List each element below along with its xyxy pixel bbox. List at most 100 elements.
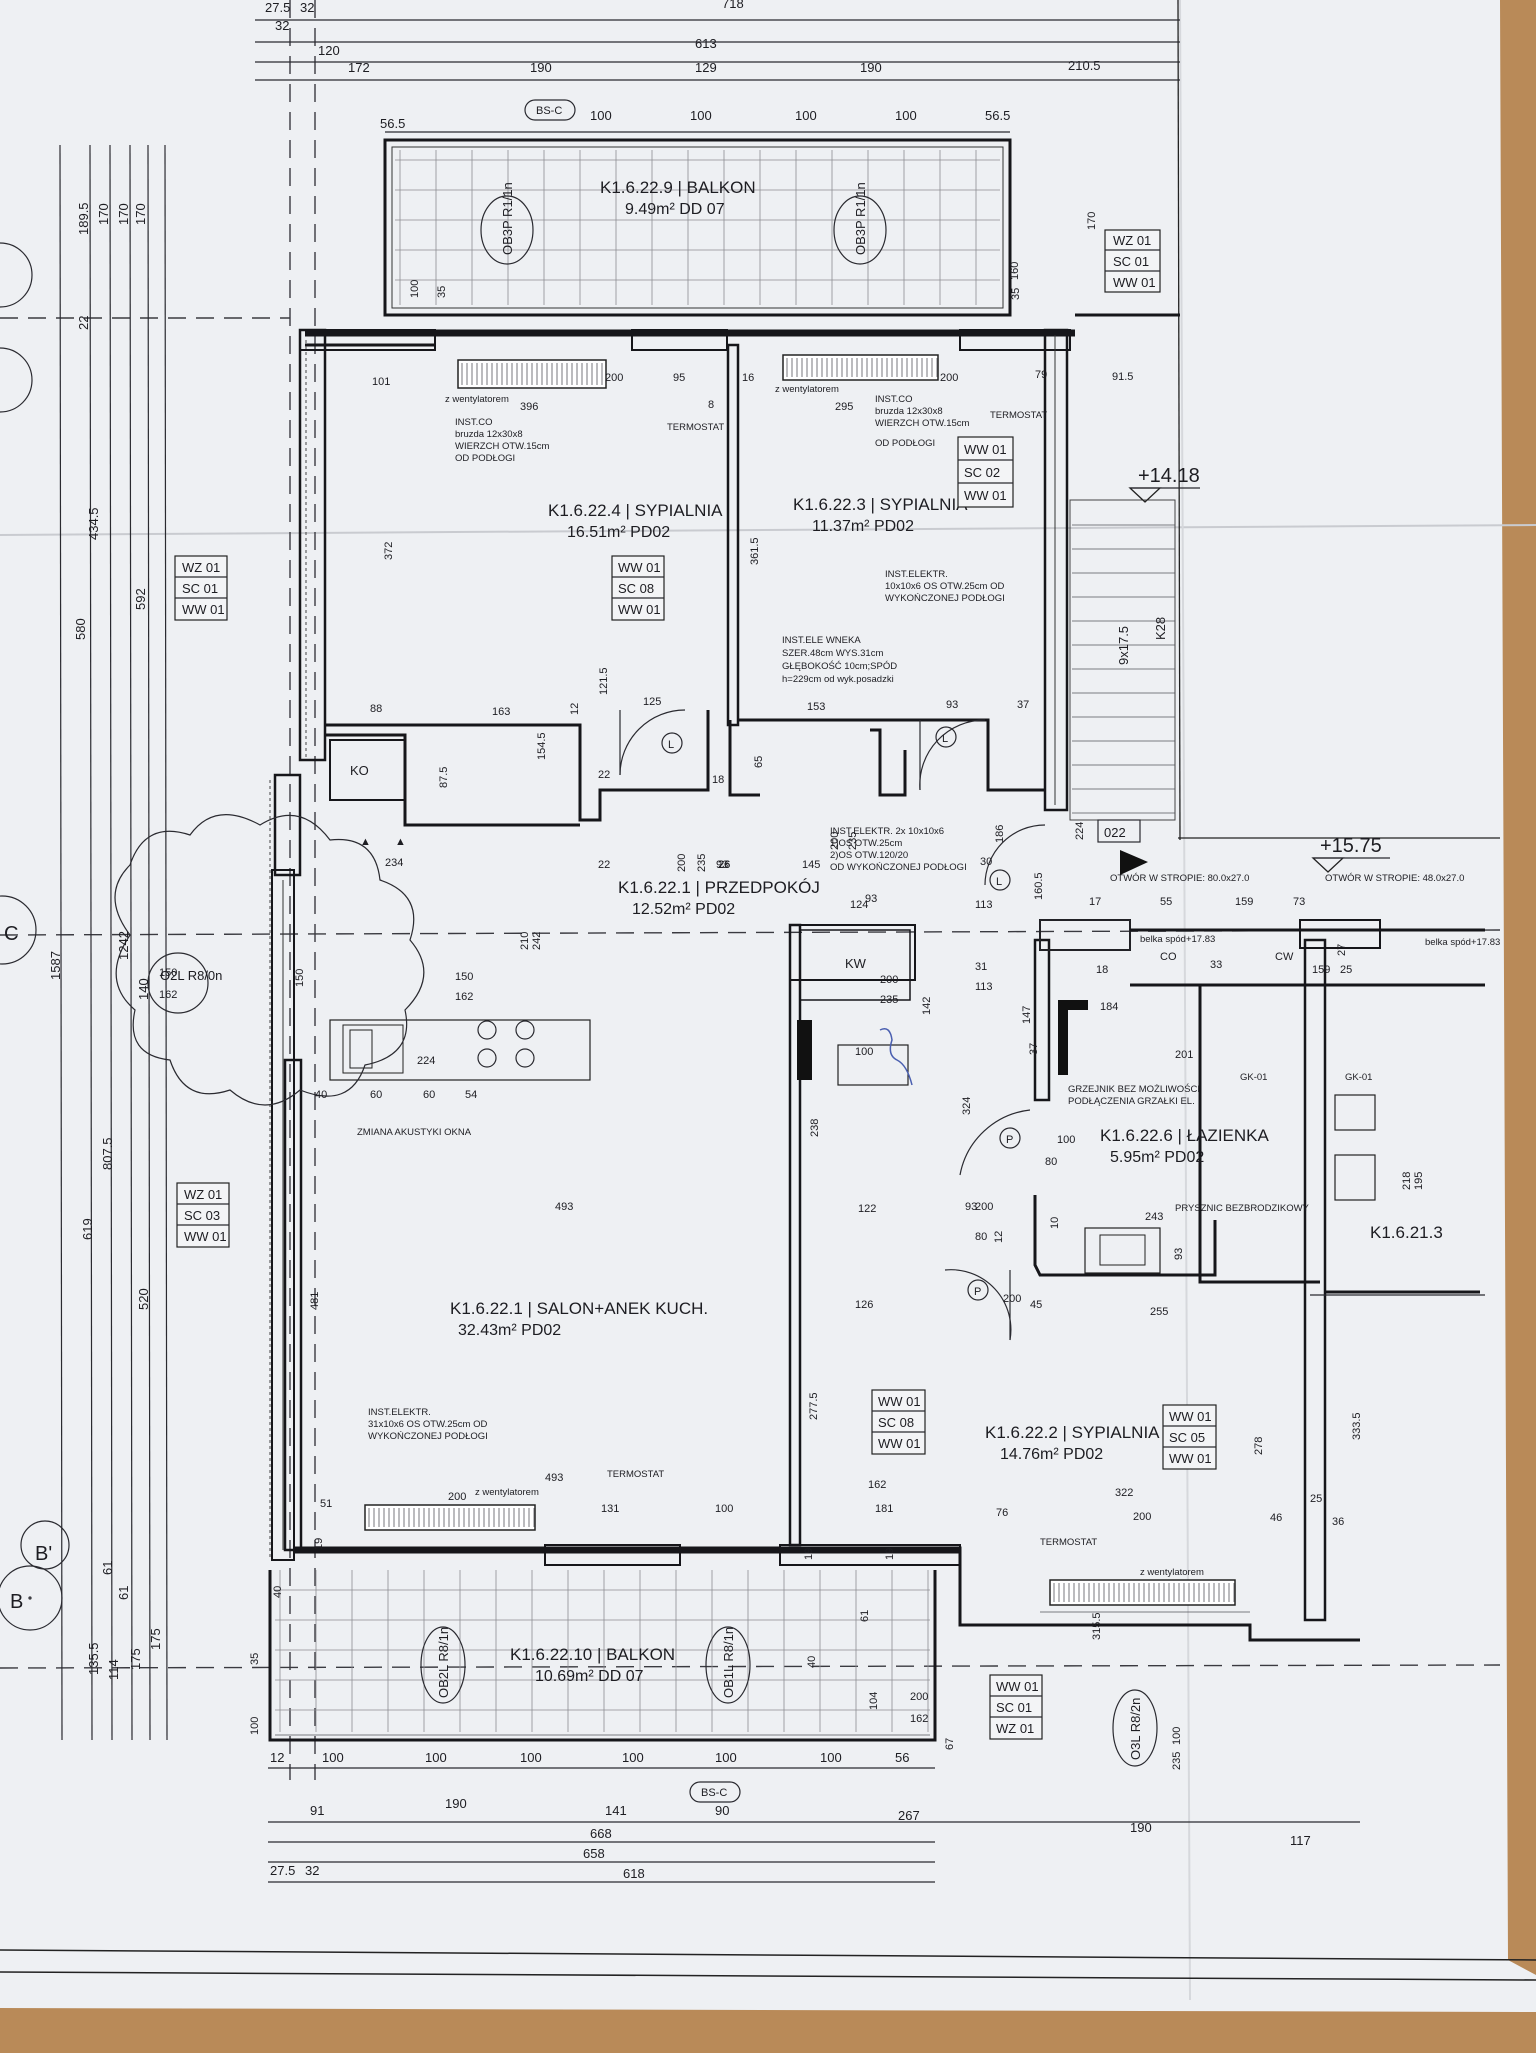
dimension-label: 718 <box>722 0 744 11</box>
dimension-label: 12 <box>270 1750 284 1765</box>
note-wentylator-3: z wentylatorem <box>475 1487 539 1498</box>
note-inst-elektr-2c: 2)OS OTW.120/20 <box>830 850 908 861</box>
dimension-label: 150 <box>294 969 306 987</box>
dimension-label: 93 <box>965 1201 977 1213</box>
note-termostat-2: TERMOSTAT <box>990 410 1047 421</box>
dimension-label: 618 <box>623 1866 645 1881</box>
tag-sypialnia4: WW 01 SC 08 WW 01 <box>611 555 665 621</box>
dimension-label: 224 <box>1074 822 1086 840</box>
dimension-label: 12 <box>569 703 581 715</box>
dimension-label: 33 <box>1210 959 1222 971</box>
dimension-label: 93 <box>946 699 958 711</box>
dimension-label: 255 <box>1150 1306 1168 1318</box>
dimension-label: 147 <box>1021 1006 1033 1024</box>
dimension-label: 520 <box>136 1288 151 1310</box>
dimension-label: 170 <box>133 203 148 225</box>
dimension-label: 61 <box>100 1561 115 1575</box>
dimension-label: 131 <box>601 1503 619 1515</box>
frame-line-v <box>1177 0 1181 841</box>
dimension-label: 361.5 <box>749 537 761 565</box>
dimension-label: 26 <box>718 859 730 871</box>
window-label-ob3p-right: OB3P R1/1n <box>833 182 887 265</box>
note-wneka-3: GŁĘBOKOŚĆ 10cm;SPÓD <box>782 660 897 672</box>
dimension-label: 95 <box>673 372 685 384</box>
dimension-label: 613 <box>695 36 717 51</box>
revision-cloud <box>114 814 425 1106</box>
note-inst-co-2d: OD PODŁOGI <box>875 438 935 449</box>
dimension-label: 210.5 <box>1068 58 1101 73</box>
dimension-label: 234 <box>385 857 403 869</box>
dimension-label: 101 <box>372 376 390 388</box>
frame-line-1 <box>0 1949 1536 1961</box>
fold-line-v <box>1179 0 1191 2001</box>
note-inst-co-1b: bruzda 12x30x8 <box>455 429 523 440</box>
note-inst-elektr-3c: WYKOŃCZONEJ PODŁOGI <box>368 1431 488 1442</box>
door-tag-022: 022 <box>1097 819 1141 843</box>
room-area-salon: 32.43m² PD02 <box>458 1322 561 1339</box>
dimension-label: 61 <box>859 1610 871 1622</box>
dimension-label: 175 <box>128 1648 143 1670</box>
dimension-label: 100 <box>690 108 712 123</box>
dimension-label: 30 <box>980 856 992 868</box>
room-area-przedpokoj: 12.52m² PD02 <box>632 901 735 918</box>
dimension-label: 45 <box>1030 1299 1042 1311</box>
dimension-label: 37 <box>1028 1043 1040 1055</box>
svg-text:B: B <box>10 1591 23 1613</box>
note-otwor-2: OTWÓR W STROPIE: 48.0x27.0 <box>1325 873 1464 884</box>
dimension-label: 150 <box>455 971 473 983</box>
door-label: L <box>996 876 1002 888</box>
dimension-label: 16 <box>742 372 754 384</box>
dimension-label: 200 <box>605 372 623 384</box>
note-inst-elektr-2: INST.ELEKTR. 2x 10x10x6 <box>830 826 944 837</box>
note-inst-elektr-2d: OD WYKOŃCZONEJ PODŁOGI <box>830 862 967 873</box>
note-otwor-1: OTWÓR W STROPIE: 80.0x27.0 <box>1110 873 1249 884</box>
dimension-label: 100 <box>409 280 421 298</box>
dimension-label: 65 <box>753 756 765 768</box>
dimension-label: 22 <box>598 859 610 871</box>
dimension-label: 159 <box>1235 896 1253 908</box>
dimension-label: 242 <box>531 932 543 950</box>
dimension-label: 19 <box>884 1548 896 1560</box>
dimension-label: 22 <box>598 769 610 781</box>
tag-line: WZ 01 <box>184 1187 222 1202</box>
dimension-label: 172 <box>348 60 370 75</box>
dimension-label: 162 <box>868 1479 886 1491</box>
tag-line: WW 01 <box>1169 1409 1212 1424</box>
tag-line: SC 08 <box>618 581 654 596</box>
axis-lines <box>0 0 1501 1780</box>
dimension-label: 333.5 <box>1351 1412 1363 1440</box>
dimension-label: 35 <box>1010 288 1022 300</box>
room-name-sypialnia4: K1.6.22.4 | SYPIALNIA <box>548 501 723 520</box>
dimension-label: 76 <box>996 1507 1008 1519</box>
dimension-label: 73 <box>1293 896 1305 908</box>
dimension-label: 125 <box>643 696 661 708</box>
dimension-label: 153 <box>807 701 825 713</box>
dimension-label: 189.5 <box>76 202 91 235</box>
dimension-label: 56.5 <box>985 108 1010 123</box>
tag-line: SC 03 <box>184 1208 220 1223</box>
door-label: L <box>668 739 674 751</box>
dimension-label: 201 <box>1175 1049 1193 1061</box>
dimension-label: 56.5 <box>380 116 405 131</box>
dimension-label: 120 <box>318 43 340 58</box>
radiator-fins <box>368 358 1235 1602</box>
bsc-text: BS-C <box>536 105 562 117</box>
room-area-sypialnia3: 11.37m² PD02 <box>812 518 914 535</box>
tag-line: WW 01 <box>1169 1451 1212 1466</box>
dimension-label: 190 <box>530 60 552 75</box>
fold-line-h <box>0 524 1536 536</box>
door-label: P <box>1006 1134 1013 1146</box>
dimension-label: 315.5 <box>1091 1612 1103 1640</box>
note-gk-1: GK-01 <box>1240 1072 1267 1083</box>
note-belka-2: belka spód+17.83 <box>1425 937 1500 948</box>
dimension-label: 200 <box>676 854 688 872</box>
note-grzejnik-2: PODŁĄCZENIA GRZAŁKI EL. <box>1068 1096 1195 1107</box>
dimension-label: 19 <box>313 1538 325 1550</box>
dimension-label: 40 <box>272 1586 284 1598</box>
note-cw: CW <box>1275 951 1294 963</box>
dimension-label: 55 <box>1160 896 1172 908</box>
dimension-label: 580 <box>73 618 88 640</box>
dimension-label: 186 <box>994 825 1006 843</box>
dimension-label: 60 <box>423 1089 435 1101</box>
dimension-label: 200 <box>1003 1293 1021 1305</box>
